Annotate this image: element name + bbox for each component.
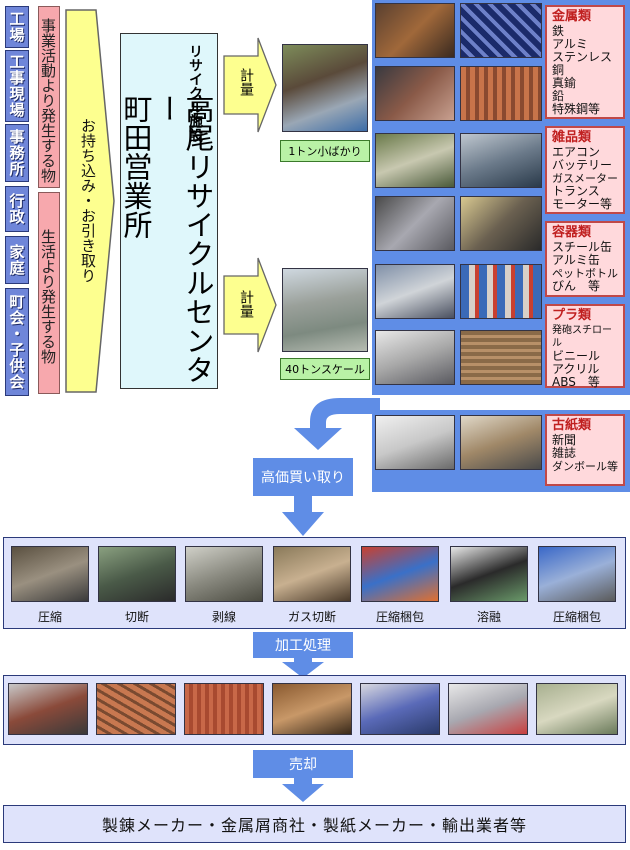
- material-item: ビニール: [552, 349, 601, 363]
- process-photo: [538, 546, 616, 602]
- material-item: アルミ: [552, 37, 588, 51]
- weigh-arrow-bottom: [223, 257, 277, 353]
- material-item: ガスメーター: [552, 172, 618, 185]
- down-arrow-3: [282, 778, 324, 802]
- recycling-center-box: リサイクル施設 高尾リサイクルセンター 町田営業所: [119, 33, 218, 389]
- source-neighborhood-assoc: 町会・子供会: [5, 288, 29, 396]
- sale-label: 売却: [253, 750, 353, 778]
- material-photo: [375, 66, 455, 121]
- material-item: 銅: [552, 63, 565, 77]
- material-item: ペットボトル: [552, 267, 618, 280]
- large-scale-photo: [282, 268, 368, 352]
- material-photo: [460, 196, 542, 251]
- material-item: 真鍮: [552, 76, 577, 90]
- process-label-melt: 溶融: [476, 610, 501, 624]
- material-photo: [460, 264, 542, 319]
- output-photo: [272, 683, 352, 735]
- material-label-metals: 金属類 鉄 アルミ ステンレス 銅 真鍮 鉛 特殊鋼等: [545, 5, 625, 119]
- material-photo: [375, 133, 455, 188]
- material-item: 鉛: [552, 89, 565, 103]
- process-label-strip: 剥線: [211, 610, 236, 624]
- source-factory: 工場: [5, 6, 29, 48]
- material-item: バッテリー: [552, 158, 613, 172]
- material-item: エアコン: [552, 145, 601, 159]
- material-photo: [460, 133, 542, 188]
- process-label-bale-2: 圧縮梱包: [552, 610, 601, 624]
- material-photo: [375, 415, 455, 470]
- material-photo: [375, 3, 455, 58]
- source-household: 家庭: [5, 236, 29, 284]
- material-title: 金属類: [552, 9, 592, 24]
- material-photo: [375, 330, 455, 385]
- material-item: 新聞: [552, 433, 577, 447]
- material-item: ダンボール等: [552, 460, 618, 473]
- material-item: 特殊鋼等: [552, 102, 601, 116]
- material-item: モーター等: [552, 197, 613, 211]
- material-photo: [460, 415, 542, 470]
- material-photo: [460, 66, 542, 121]
- center-name: 高尾リサイクルセンター: [151, 94, 215, 384]
- flow-curve-arrow: [294, 398, 380, 450]
- material-photo: [460, 330, 542, 385]
- processing-label: 加工処理: [253, 632, 353, 658]
- weigh-arrow-top: [223, 37, 277, 133]
- process-photo: [361, 546, 439, 602]
- process-label-bale: 圧縮梱包: [375, 610, 424, 624]
- material-item: ステンレス: [552, 50, 613, 64]
- source-government: 行政: [5, 186, 29, 232]
- material-title: 容器類: [552, 225, 592, 240]
- weigh-label-bottom: 計量: [238, 290, 254, 318]
- material-label-paper: 古紙類 新聞 雑誌 ダンボール等: [545, 414, 625, 486]
- material-item: アクリル: [552, 362, 600, 376]
- final-destination-label: 製錬メーカー・金属屑商社・製紙メーカー・輸出業者等: [101, 816, 527, 835]
- output-photo: [448, 683, 528, 735]
- source-office: 事務所: [5, 124, 29, 182]
- material-title: 古紙類: [552, 418, 592, 433]
- material-item: 鉄: [552, 24, 565, 38]
- process-photo: [98, 546, 176, 602]
- output-photo: [184, 683, 264, 735]
- final-destination-bar: 製錬メーカー・金属屑商社・製紙メーカー・輸出業者等: [3, 805, 626, 843]
- material-item: ABS 等: [552, 375, 600, 389]
- material-item: アルミ缶: [552, 253, 600, 267]
- process-photo: [185, 546, 263, 602]
- material-item: スチール缶: [552, 240, 613, 254]
- category-household-waste: 生活より発生する物: [38, 192, 60, 394]
- collection-label: お持ち込み・お引き取り: [79, 118, 97, 283]
- small-scale-photo: [282, 44, 368, 132]
- large-scale-label: 40トンスケール: [280, 358, 370, 380]
- output-photo: [8, 683, 88, 735]
- material-photo: [460, 3, 542, 58]
- material-label-plastics: プラ類 発砲スチロール ビニール アクリル ABS 等: [545, 304, 625, 389]
- output-photo: [536, 683, 618, 735]
- process-label-gas-cut: ガス切断: [287, 610, 336, 624]
- process-photo: [450, 546, 528, 602]
- small-scale-label: 1トン小ばかり: [280, 140, 370, 162]
- process-label-compress: 圧縮: [37, 610, 62, 624]
- output-photo: [360, 683, 440, 735]
- material-title: プラ類: [552, 308, 592, 323]
- buy-in-label: 高価買い取り: [253, 458, 353, 496]
- category-business-waste: 事業活動より発生する物: [38, 6, 60, 188]
- material-label-containers: 容器類 スチール缶 アルミ缶 ペットボトル びん 等: [545, 221, 625, 297]
- weigh-label-top: 計量: [238, 68, 254, 96]
- collection-arrow: [65, 9, 115, 393]
- material-item: トランス: [552, 184, 600, 198]
- center-subtitle: リサイクル施設: [187, 44, 203, 142]
- material-photo: [375, 196, 455, 251]
- material-item: びん 等: [552, 279, 601, 293]
- source-construction-site: 工事現場: [5, 50, 29, 122]
- material-photo: [375, 264, 455, 319]
- down-arrow-2: [282, 658, 324, 678]
- center-branch: 町田営業所: [119, 94, 153, 239]
- process-photo: [11, 546, 89, 602]
- material-item: 雑誌: [552, 446, 577, 460]
- down-arrow-1: [282, 496, 324, 536]
- output-photo: [96, 683, 176, 735]
- process-label-cut: 切断: [124, 610, 149, 624]
- material-title: 雑品類: [552, 130, 592, 145]
- material-item: 発砲スチロール: [552, 325, 612, 349]
- process-photo: [273, 546, 351, 602]
- material-label-misc: 雑品類 エアコン バッテリー ガスメーター トランス モーター等: [545, 126, 625, 214]
